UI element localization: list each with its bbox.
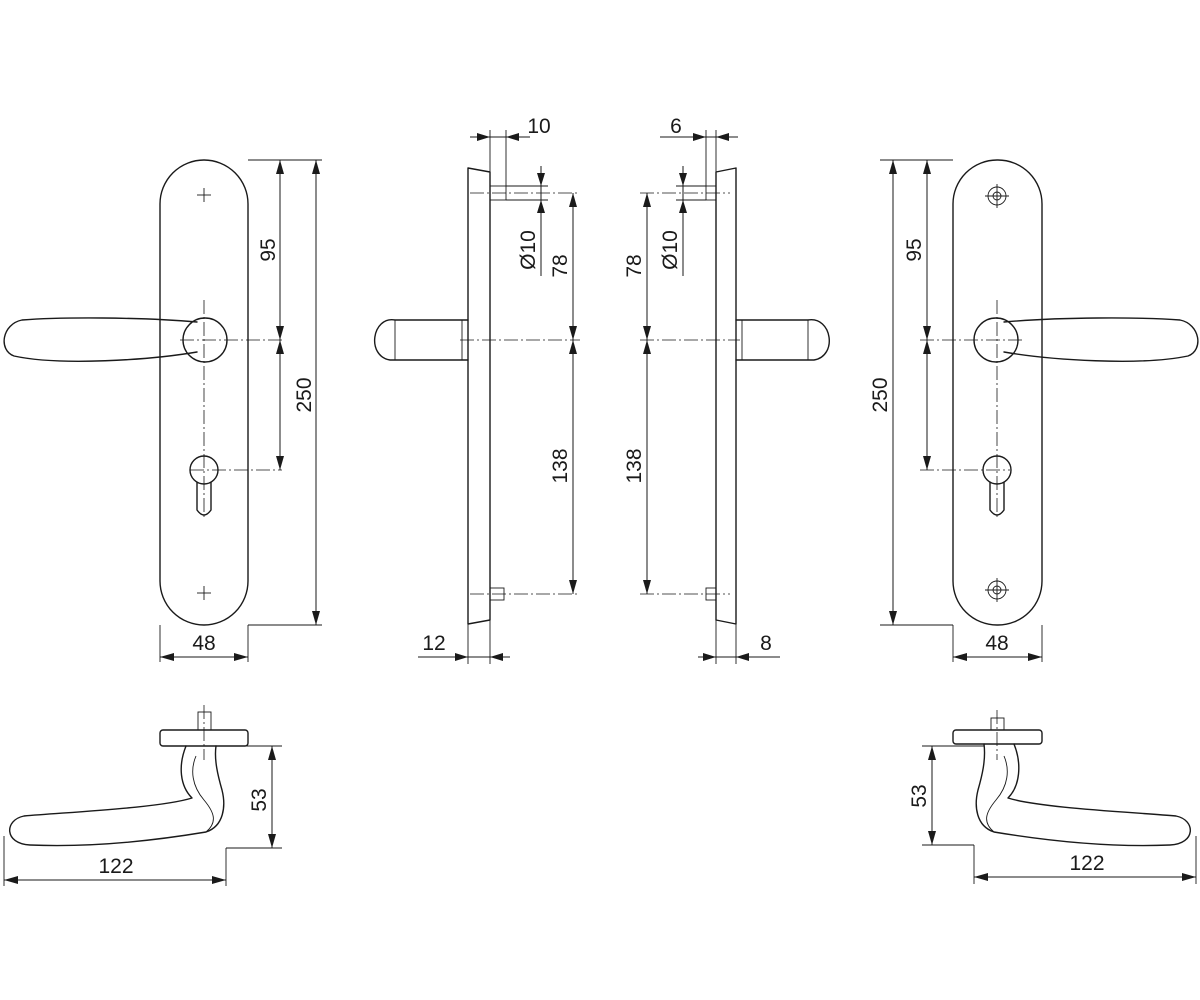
lever-handle-left (3, 317, 198, 362)
side-view-left: 10 Ø10 78 138 12 (374, 115, 580, 664)
lever-curve-right (975, 743, 1191, 847)
side-plate-left (467, 167, 491, 625)
arrowhead (268, 746, 276, 760)
arrowhead (312, 160, 320, 174)
screw-mark-bottom-left (197, 586, 211, 600)
arrowhead (160, 653, 174, 661)
arrowhead (974, 873, 988, 881)
spindle-stub-right (990, 717, 1005, 731)
arrowhead (716, 133, 729, 141)
screw-head-bottom-right (985, 578, 1009, 602)
arrowhead (643, 326, 651, 340)
arrowhead (643, 580, 651, 594)
arrowhead (953, 653, 967, 661)
screw-mark-top-left (197, 188, 211, 202)
lever-inner-curve-right (986, 755, 1008, 833)
front-view-right: 95 250 48 (869, 159, 1199, 662)
arrowhead (477, 133, 490, 141)
dim-label-10: 10 (527, 115, 550, 138)
dim-label-250-right: 250 (869, 377, 892, 412)
backplate-left (159, 159, 249, 626)
arrowhead (4, 876, 18, 884)
arrowhead (234, 653, 248, 661)
arrowhead (569, 580, 577, 594)
dim-label-250-left: 250 (293, 377, 316, 412)
rose-flange-right (952, 729, 1043, 745)
arrowhead (643, 340, 651, 354)
dim-label-78-left: 78 (549, 254, 572, 277)
arrowhead (923, 160, 931, 174)
arrowhead (703, 653, 716, 661)
lever-handle-right (1003, 317, 1199, 362)
dim-label-12: 12 (422, 632, 445, 655)
front-view-left: 95 250 48 (3, 159, 322, 662)
arrowhead (1182, 873, 1196, 881)
dim-label-53-left: 53 (248, 788, 271, 811)
screw-head-top-right (985, 184, 1009, 208)
arrowhead (268, 834, 276, 848)
arrowhead (643, 193, 651, 207)
arrowhead (889, 160, 897, 174)
arrowhead (1028, 653, 1042, 661)
lever-inner-curve-left (192, 755, 214, 833)
dim-label-48-right: 48 (985, 632, 1008, 655)
arrowhead (276, 456, 284, 470)
dim-label-8: 8 (760, 632, 772, 655)
side-view-right: 6 Ø10 78 138 8 (623, 115, 830, 664)
arrowhead (923, 326, 931, 340)
spindle-stub-left (197, 711, 212, 731)
dim-label-138-left: 138 (549, 448, 572, 483)
arrowhead (928, 831, 936, 845)
arrowhead (537, 173, 545, 186)
side-plate-right (715, 167, 737, 625)
arrowhead (455, 653, 468, 661)
backplate-right (952, 159, 1043, 626)
arrowhead (923, 456, 931, 470)
lever-curve-left (9, 745, 225, 847)
dim-label-95-left: 95 (257, 238, 280, 261)
dim-label-48-left: 48 (192, 632, 215, 655)
dim-label-78-right: 78 (623, 254, 646, 277)
dim-label-53-right: 53 (908, 784, 931, 807)
arrowhead (312, 611, 320, 625)
arrowhead (569, 326, 577, 340)
arrowhead (490, 653, 503, 661)
arrowhead (212, 876, 226, 884)
arrowhead (276, 326, 284, 340)
arrowhead (569, 193, 577, 207)
dim-label-138-right: 138 (623, 448, 646, 483)
arrowhead (537, 200, 545, 213)
arrowhead (736, 653, 749, 661)
side-handle-right (735, 319, 830, 361)
dim-label-dia-left: Ø10 (517, 230, 540, 270)
arrowhead (569, 340, 577, 354)
arrowhead (679, 200, 687, 213)
dim-label-122-left: 122 (98, 855, 133, 878)
arrowhead (506, 133, 519, 141)
dim-label-122-right: 122 (1069, 852, 1104, 875)
side-handle-left (374, 319, 469, 361)
dim-label-95-right: 95 (903, 238, 926, 261)
arrowhead (679, 173, 687, 186)
arrowhead (889, 611, 897, 625)
arrowhead (276, 160, 284, 174)
arrowhead (276, 340, 284, 354)
arrowhead (928, 746, 936, 760)
dim-label-6: 6 (670, 115, 682, 138)
dim-label-dia-right: Ø10 (659, 230, 682, 270)
arrowhead (693, 133, 706, 141)
top-view-left: 53 122 (3, 705, 282, 886)
arrowhead (923, 340, 931, 354)
top-view-right: 53 122 (908, 710, 1197, 884)
